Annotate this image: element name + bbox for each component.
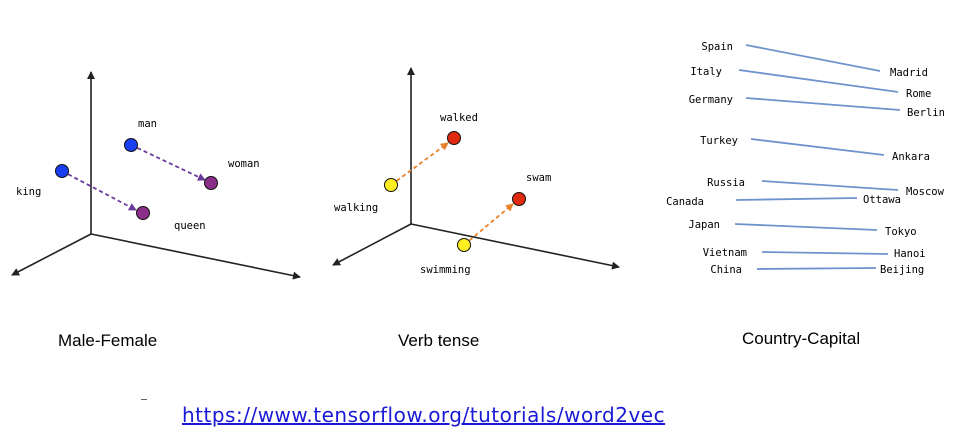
country-capital-line	[734, 223, 878, 231]
vt-axis-depth	[332, 223, 412, 266]
vt-arrow-walking-walked	[390, 142, 449, 186]
country-capital-line	[745, 44, 881, 72]
capital-label: Berlin	[907, 107, 945, 119]
point-swimming	[457, 238, 471, 252]
capital-label: Rome	[906, 88, 931, 100]
country-label: China	[710, 264, 742, 276]
point-queen	[136, 206, 150, 220]
mf-arrow-man-woman	[130, 144, 206, 181]
country-label: Germany	[689, 94, 733, 106]
point-king	[55, 164, 69, 178]
vt-arrow-swimming-swam	[463, 203, 514, 246]
caption-verb-tense: Verb tense	[398, 331, 480, 350]
label-king: king	[16, 186, 41, 198]
tensorflow-link[interactable]: https://www.tensorflow.org/tutorials/wor…	[182, 403, 666, 427]
male-female-panel: king man woman queen	[11, 71, 301, 280]
country-label: Japan	[688, 219, 720, 231]
caption-country-capital: Country-Capital	[742, 329, 861, 348]
capital-label: Ankara	[892, 151, 930, 163]
label-queen: queen	[174, 220, 206, 232]
country-capital-line	[756, 267, 877, 270]
country-capital-line	[735, 197, 858, 201]
vt-axis-horizontal	[410, 223, 620, 270]
capital-label: Hanoi	[894, 248, 926, 260]
capital-label: Moscow	[906, 186, 945, 198]
point-woman	[204, 176, 218, 190]
mf-arrow-king-queen	[61, 170, 137, 211]
capital-label: Beijing	[880, 264, 924, 276]
country-label: Italy	[690, 66, 722, 78]
slide-tick-mark	[141, 399, 147, 400]
label-walked: walked	[440, 112, 478, 124]
country-label: Canada	[666, 196, 704, 208]
label-woman: woman	[228, 158, 260, 170]
country-label: Spain	[701, 41, 733, 53]
country-capital-line	[761, 180, 899, 191]
label-man: man	[138, 118, 157, 130]
label-swam: swam	[526, 172, 551, 184]
mf-axis-horizontal	[90, 233, 301, 280]
label-swimming: swimming	[420, 264, 471, 276]
country-label: Turkey	[700, 135, 738, 147]
point-walking	[384, 178, 398, 192]
country-capital-line	[745, 97, 901, 111]
mf-axis-depth	[11, 233, 92, 276]
label-walking: walking	[334, 202, 378, 214]
point-swam	[512, 192, 526, 206]
capital-label: Tokyo	[885, 226, 917, 238]
capital-label: Ottawa	[863, 194, 901, 206]
capital-label: Madrid	[890, 67, 928, 79]
country-capital-line	[750, 138, 885, 156]
point-walked	[447, 131, 461, 145]
point-man	[124, 138, 138, 152]
caption-male-female: Male-Female	[58, 331, 158, 350]
verb-tense-panel: walked walking swam swimming	[332, 67, 620, 276]
country-capital-line	[738, 69, 899, 93]
country-capital-line	[761, 251, 889, 255]
country-label: Russia	[707, 177, 745, 189]
country-label: Vietnam	[703, 247, 747, 259]
